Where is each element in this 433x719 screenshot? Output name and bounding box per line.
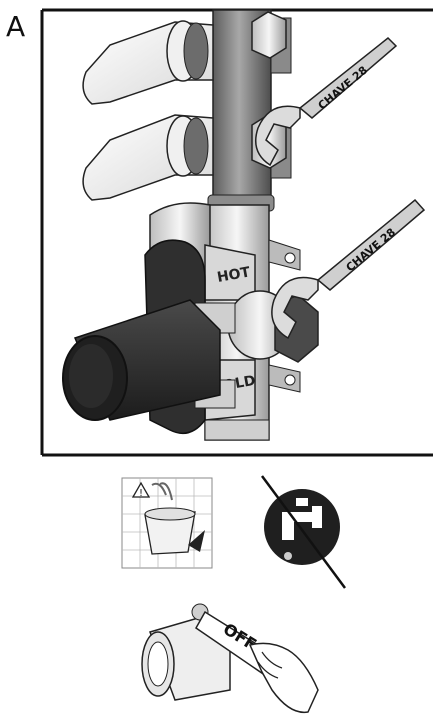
protective-cap-upper xyxy=(82,20,214,105)
svg-text:!: ! xyxy=(139,488,143,499)
wrench-upper-label: CHAVE 28 xyxy=(316,64,370,113)
side-fitting xyxy=(227,290,319,363)
mounting-bracket-lower xyxy=(268,364,301,393)
bucket-warning-icon: ! xyxy=(121,477,213,569)
wrench-lower-label: CHAVE 28 xyxy=(344,226,398,275)
mounting-bracket-upper xyxy=(268,239,301,271)
tee-label-hot: HOT xyxy=(216,264,252,286)
no-water-faucet-icon xyxy=(260,475,347,589)
ball-valve-off-icon: OFF xyxy=(141,603,319,714)
protective-cap-lower xyxy=(82,114,214,201)
hex-nut-upper xyxy=(251,11,292,74)
panel-label: A xyxy=(6,10,26,43)
dark-cap-fitting xyxy=(62,239,236,435)
